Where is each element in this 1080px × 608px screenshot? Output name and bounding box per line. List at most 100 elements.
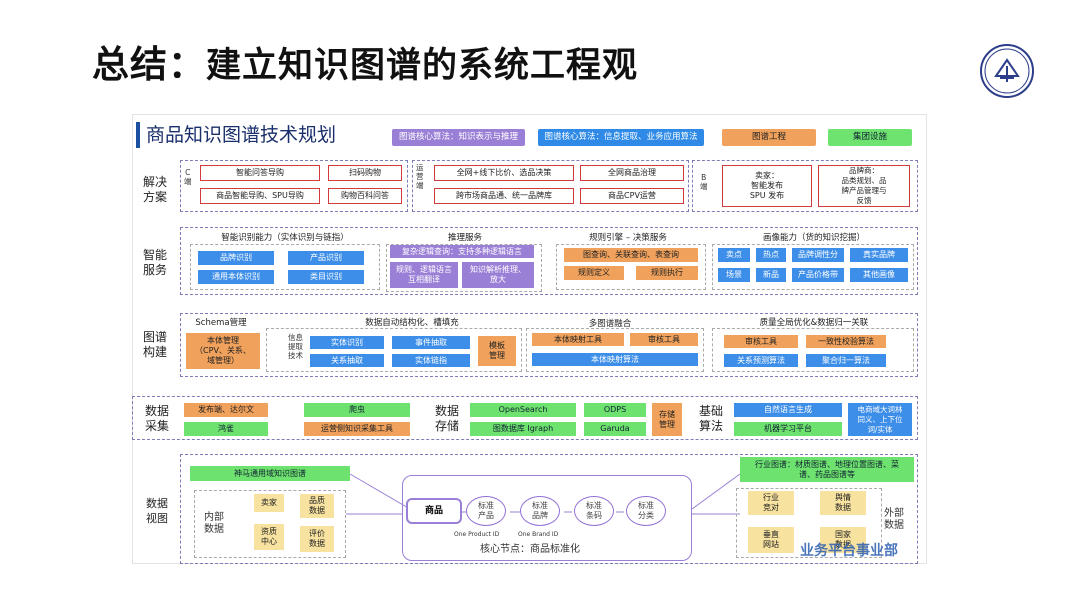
svc-brand-recog: 品牌识别 <box>198 251 274 265</box>
view-shenma-kg: 神马通用域知识图谱 <box>190 466 350 481</box>
build-schema-title: Schema管理 <box>195 318 247 328</box>
algo-nlg: 自然语言生成 <box>734 403 842 417</box>
service-g1-box <box>190 244 380 290</box>
service-section <box>180 227 918 295</box>
view-external-competitor: 行业 竞对 <box>748 491 794 515</box>
build-quality-title: 质量全局优化&数据归一关联 <box>759 318 869 328</box>
legend-core-reasoning: 图谱核心算法：知识表示与推理 <box>392 129 525 146</box>
storage-odps: ODPS <box>584 403 646 417</box>
svc-rule-translate: 规则、逻辑语言 互相翻译 <box>390 262 458 288</box>
storage-opensearch: OpenSearch <box>470 403 576 417</box>
build-entity-link: 实体链指 <box>392 354 470 367</box>
view-external-national: 国家 数据 <box>820 527 866 553</box>
collect-crawler: 爬虫 <box>304 403 410 417</box>
storage-igraph: 图数据库 Igraph <box>470 422 576 436</box>
build-template-manage: 模板 管理 <box>478 336 516 366</box>
svc-category-recog: 类目识别 <box>288 270 364 284</box>
ops-item-brand-lib: 跨市场商品通、统一品牌库 <box>434 188 574 204</box>
service-g3-title: 规则引擎 – 决策服务 <box>589 233 667 243</box>
solution-c-group <box>180 160 408 212</box>
algo-ml-platform: 机器学习平台 <box>734 422 842 436</box>
build-mapping-tool: 本体映射工具 <box>532 333 624 346</box>
legend-engineering: 图谱工程 <box>722 129 816 146</box>
legend-group-facility: 集团设施 <box>828 129 912 146</box>
core-node-product: 商品 <box>406 498 462 524</box>
ops-item-cpv: 商品CPV运营 <box>580 188 684 204</box>
service-g4-title: 画像能力（货的知识挖掘） <box>762 233 865 243</box>
collect-publish: 发布端、达尔文 <box>184 403 268 417</box>
ops-item-governance: 全网商品治理 <box>580 165 684 181</box>
build-event-extract: 事件抽取 <box>392 336 470 349</box>
ops-item-compare: 全网+线下比价、选品决策 <box>434 165 574 181</box>
collect-section <box>132 396 918 440</box>
core-node-caption-brand-id: One Brand ID <box>518 531 559 538</box>
svc-price-band: 产品价格带 <box>792 268 844 282</box>
view-industry-kg: 行业图谱：材质图谱、地理位置图谱、菜 谱、药品图谱等 <box>740 457 914 482</box>
row-label-collect: 数据 采集 <box>144 404 169 433</box>
view-external-box <box>736 488 882 558</box>
svc-knowledge-reason: 知识解析推理、 放大 <box>462 262 534 288</box>
build-fusion-title: 多图谱融合 <box>588 319 632 329</box>
storage-garuda: Garuda <box>584 422 646 436</box>
c-item-spu-guide: 商品智能导购、SPU导购 <box>200 188 320 204</box>
build-quality-review: 审核工具 <box>724 335 798 348</box>
build-fusion-box <box>526 328 704 372</box>
service-g2-title: 推理服务 <box>447 233 482 243</box>
svc-real-brand: 真实品牌 <box>850 248 908 262</box>
svc-hotspot: 热点 <box>756 248 786 262</box>
svc-graph-query: 图查询、关联查询、表查询 <box>564 248 698 262</box>
solution-b-group <box>692 160 918 212</box>
core-node-caption-product-id: One Product ID <box>454 531 500 538</box>
slide-title: 总结：建立知识图谱的系统工程观 <box>92 43 639 86</box>
build-review-tool: 审核工具 <box>630 333 698 346</box>
svc-new-product: 新品 <box>756 268 786 282</box>
svc-rule-define: 规则定义 <box>564 266 624 280</box>
c-item-scan: 扫码购物 <box>328 165 402 181</box>
svc-brand-tone: 品牌调性分 <box>792 248 844 262</box>
university-logo-icon <box>980 44 1034 98</box>
svc-selling-point: 卖点 <box>718 248 750 262</box>
service-g1-title: 智能识别能力（实体识别与链指） <box>221 233 349 243</box>
svc-ontology-recog: 通用本体识别 <box>198 270 274 284</box>
build-extract-label: 信息 提取 技术 <box>288 333 303 360</box>
service-g3-box <box>556 244 706 290</box>
service-g4-box <box>712 244 914 290</box>
collect-ops-tool: 运营侧知识采集工具 <box>304 422 410 436</box>
view-section <box>180 454 918 564</box>
svc-rule-exec: 规则执行 <box>636 266 698 280</box>
c-end-label: C 端 <box>184 168 192 186</box>
row-label-algo: 基础 算法 <box>698 404 723 433</box>
build-aggregate-algo: 聚合归一算法 <box>806 354 886 367</box>
view-external-label: 外部 数据 <box>884 508 904 531</box>
diagram-title: 商品知识图谱技术规划 <box>136 122 336 148</box>
legend-core-extraction: 图谱核心算法：信息提取、业务应用算法 <box>538 129 704 146</box>
build-extract-title: 数据自动结构化、槽填充 <box>365 318 459 328</box>
algo-vocab: 电商域大词林 同义、上下位 词/实体 <box>848 403 912 436</box>
core-node-caption: 核心节点：商品标准化 <box>480 544 580 555</box>
build-mapping-algo: 本体映射算法 <box>532 353 698 366</box>
view-internal-quality: 品质 数据 <box>300 494 334 518</box>
c-item-wiki: 购物百科问答 <box>328 188 402 204</box>
row-label-solution: 解决 方案 <box>142 175 167 204</box>
watermark-logo: 业务平台事业部 <box>800 543 898 559</box>
row-label-service: 智能 服务 <box>142 248 167 277</box>
view-external-opinion: 舆情 数据 <box>820 491 866 515</box>
build-entity-recog: 实体识别 <box>310 336 384 349</box>
view-internal-review: 评价 数据 <box>300 526 334 552</box>
svc-complex-query: 复杂逻辑查询：支持多种逻辑语言 <box>390 245 534 258</box>
core-node-std-barcode: 标准 条码 <box>574 496 614 526</box>
collect-hongque: 鸿雀 <box>184 422 268 436</box>
build-quality-box <box>712 328 914 372</box>
build-consistency-check: 一致性校验算法 <box>806 335 886 348</box>
b-end-label: B 端 <box>700 173 708 191</box>
c-item-qa-guide: 智能问答导购 <box>200 165 320 181</box>
core-node-std-product: 标准 产品 <box>466 496 506 526</box>
build-relation-predict: 关系预测算法 <box>724 354 798 367</box>
b-item-brand: 品牌商： 品类规划、品 牌产品管理与 反馈 <box>818 165 910 207</box>
core-node-box <box>402 475 692 561</box>
solution-ops-group <box>412 160 689 212</box>
core-node-std-category: 标准 分类 <box>626 496 666 526</box>
view-internal-box <box>194 490 346 558</box>
storage-manage: 存储 管理 <box>652 403 682 436</box>
row-label-build: 图谱 构建 <box>142 330 167 359</box>
